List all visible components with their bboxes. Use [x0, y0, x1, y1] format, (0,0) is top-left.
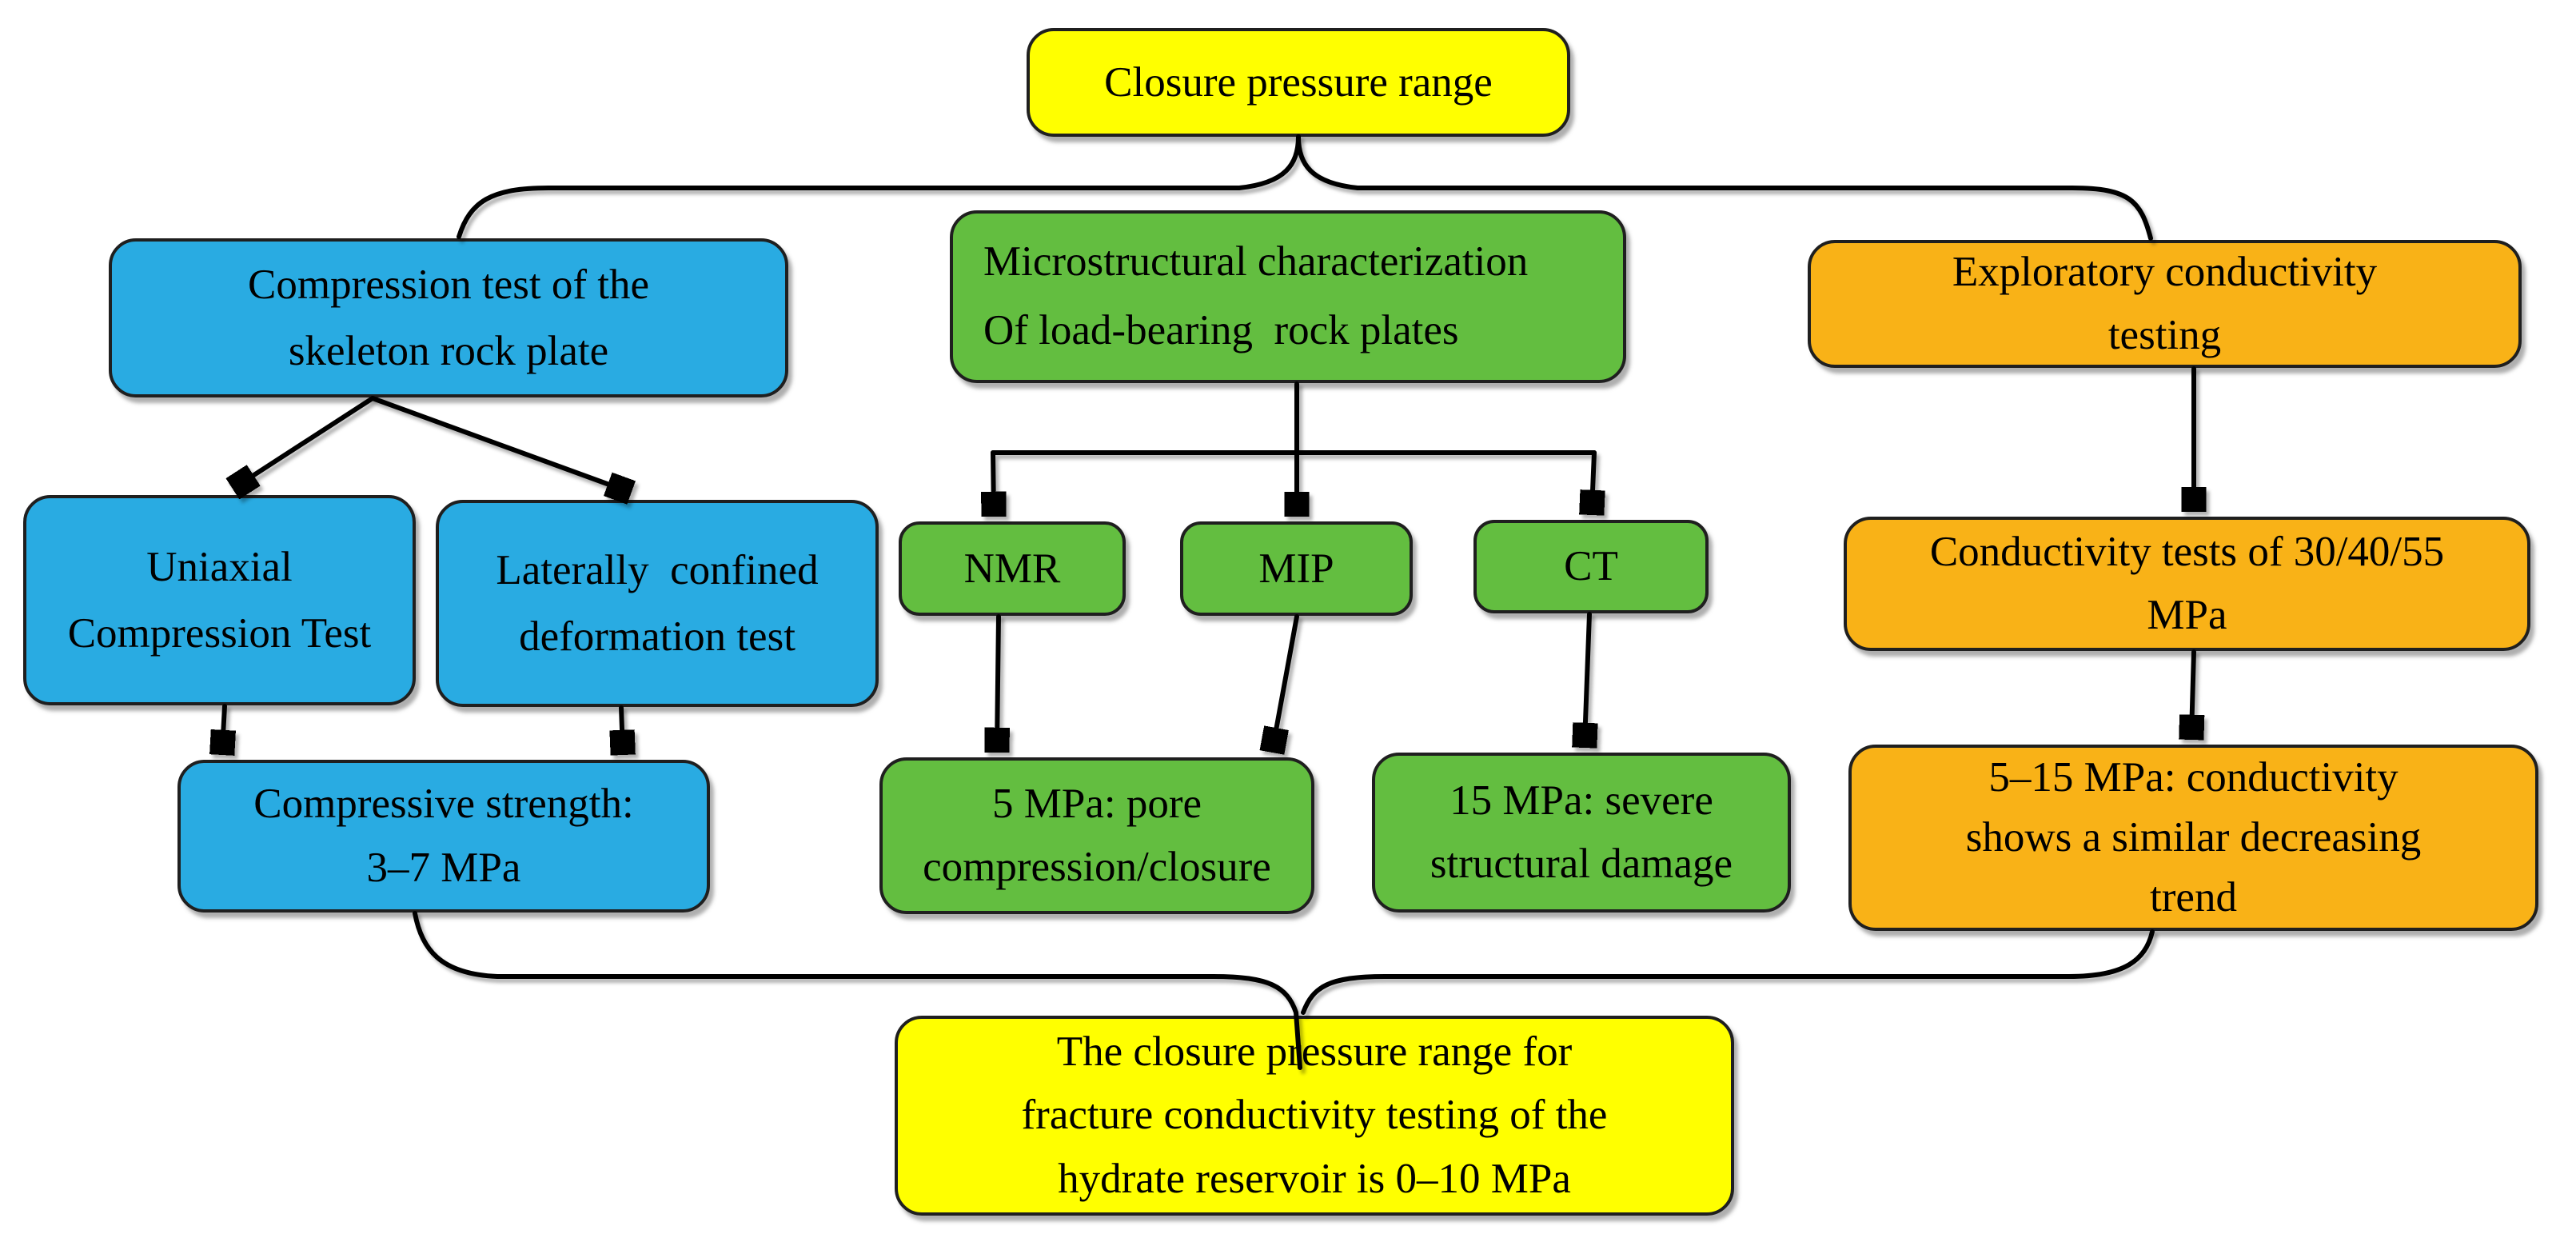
node-exploratory-conductivity-testing: Exploratory conductivity testing [1808, 240, 2522, 368]
node-conclusion-closure-pressure-0-10: The closure pressure range for fracture … [895, 1016, 1734, 1216]
connector-bar-to-nmr [993, 450, 994, 512]
node-pore-compression-closure: 5 MPa: pore compression/closure [879, 757, 1314, 914]
connector-mip-to-pore-closure [1273, 614, 1299, 748]
node-microstructural-characterization: Microstructural characterization Of load… [950, 210, 1626, 383]
node-nmr: NMR [899, 521, 1126, 616]
node-compression-test-skeleton-rock-plate: Compression test of the skeleton rock pl… [109, 238, 788, 397]
node-severe-structural-damage: 15 MPa: severe structural damage [1372, 753, 1791, 913]
node-mip: MIP [1180, 521, 1413, 616]
connector-compression-to-lateral [370, 396, 627, 491]
node-uniaxial-compression-test: Uniaxial Compression Test [23, 495, 416, 705]
connector-bar-to-ct [1592, 450, 1594, 510]
connector-compression-to-uniaxial [237, 396, 375, 486]
connector-bottom-brace-right [1301, 929, 2155, 1015]
connector-uniaxial-to-strength [222, 704, 225, 750]
node-laterally-confined-deformation-test: Laterally confined deformation test [436, 500, 879, 707]
node-conductivity-tests-30-40-55: Conductivity tests of 30/40/55 MPa [1844, 517, 2530, 651]
connector-tests-to-trend [2191, 649, 2194, 735]
connector-nmr-to-pore-closure [997, 614, 999, 748]
connector-ct-to-structural-damage [1585, 612, 1589, 743]
node-ct: CT [1473, 520, 1709, 613]
node-conductivity-decreasing-trend: 5–15 MPa: conductivity shows a similar d… [1848, 745, 2538, 931]
node-compressive-strength: Compressive strength: 3–7 MPa [177, 760, 710, 913]
node-closure-pressure-range: Closure pressure range [1027, 28, 1570, 137]
connector-lateral-to-strength [621, 705, 623, 750]
